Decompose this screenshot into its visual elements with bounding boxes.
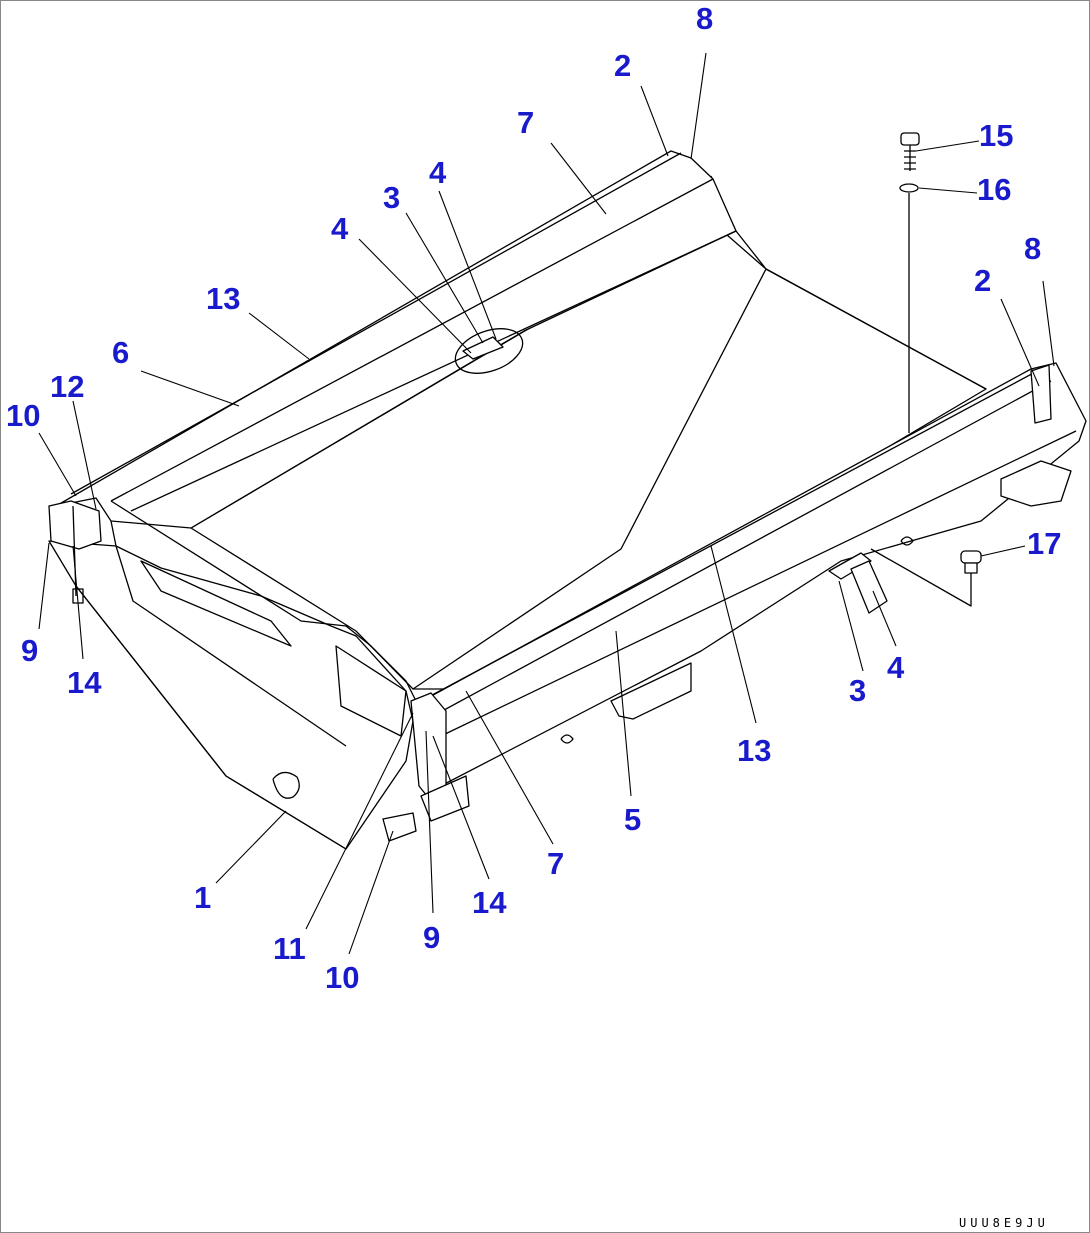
near-rail-top-edge	[420, 368, 1042, 702]
rear-hinge-eye	[900, 536, 914, 546]
callout-10a: 10	[6, 398, 40, 433]
callout-9a: 9	[21, 633, 38, 668]
bolt-head	[900, 132, 920, 146]
near-rail-inner-edge	[432, 380, 1052, 717]
leader-13b	[710, 545, 757, 724]
callout-12: 12	[50, 369, 84, 404]
dump-body-artwork	[48, 132, 1087, 850]
leader-15	[915, 140, 980, 152]
leader-5	[615, 630, 632, 797]
leader-1	[215, 810, 287, 884]
callout-14b: 14	[472, 885, 507, 920]
callout-2b: 2	[974, 263, 991, 298]
bolt-thread	[904, 150, 916, 170]
leader-2a	[640, 85, 669, 157]
leader-17	[980, 545, 1026, 557]
leader-8b	[1042, 280, 1055, 367]
leader-10a	[38, 432, 77, 497]
stop-mount-lower	[828, 552, 872, 580]
leader-16	[918, 187, 978, 194]
leader-9b	[425, 730, 434, 914]
rear-right-bracket	[1000, 460, 1072, 507]
callout-16: 16	[977, 172, 1011, 207]
leader-3b	[838, 580, 864, 672]
callout-9b: 9	[423, 920, 440, 955]
mid-hinge-eye	[560, 734, 574, 744]
callout-2a: 2	[614, 48, 631, 83]
leader-4c	[872, 590, 897, 647]
leader-10b	[348, 830, 394, 955]
leader-7b	[465, 690, 554, 845]
far-rail-edge-top	[70, 152, 682, 495]
callout-4b: 4	[331, 211, 349, 246]
callout-3a: 3	[383, 180, 400, 215]
leader-12	[72, 400, 97, 510]
leader-14a	[72, 545, 84, 660]
leader-14b	[432, 735, 490, 880]
leader-2b	[1000, 298, 1040, 387]
callout-13a: 13	[206, 281, 240, 316]
leader-4b	[358, 238, 472, 354]
callout-10b: 10	[325, 960, 359, 995]
callout-1: 1	[194, 880, 211, 915]
callout-numbers: 1 2 2 3 3 4 4 4 5 6 7 7 8 8 9 9 10 10 11…	[6, 1, 1061, 995]
callout-4c: 4	[887, 650, 905, 685]
front-left-post-line	[72, 505, 77, 597]
leader-3a	[405, 212, 484, 344]
leader-4a	[438, 190, 497, 340]
callout-7a: 7	[517, 105, 534, 140]
front-box-crease	[75, 585, 347, 850]
callout-4a: 4	[429, 155, 447, 190]
callout-5: 5	[624, 802, 641, 837]
near-rail-lower-edge	[440, 430, 1077, 737]
far-rail-edge-low	[130, 230, 737, 512]
callout-6: 6	[112, 335, 129, 370]
callout-8b: 8	[1024, 231, 1041, 266]
front-left-post	[48, 500, 102, 550]
mid-hinge-bracket	[610, 662, 692, 720]
callout-11: 11	[273, 931, 306, 966]
callout-13b: 13	[737, 733, 771, 768]
detail-circle-top	[454, 328, 524, 374]
inspection-cover	[272, 771, 300, 799]
far-side-rail	[55, 150, 737, 529]
pin-body	[964, 562, 978, 574]
pin-install-line	[870, 548, 972, 607]
floor-fold-rear	[765, 268, 987, 390]
leader-6	[140, 370, 240, 407]
front-box-ridge	[110, 500, 417, 702]
callout-3b: 3	[849, 673, 866, 708]
pin-cap	[960, 550, 982, 564]
leader-7a	[550, 142, 607, 215]
callout-7b: 7	[547, 846, 564, 881]
drawing-reference-code: UUU8E9JU	[959, 1216, 1049, 1230]
front-panel-inset	[140, 560, 292, 647]
callout-14a: 14	[67, 665, 102, 700]
stop-block-lower	[850, 560, 888, 614]
callout-8a: 8	[696, 1, 713, 36]
callout-15: 15	[979, 118, 1013, 153]
callout-leaders	[38, 52, 1055, 955]
callout-17: 17	[1027, 526, 1061, 561]
lower-hinge-bracket	[382, 812, 417, 842]
stop-block-top	[462, 336, 504, 360]
leader-9a	[38, 542, 50, 630]
leader-13a	[248, 312, 310, 360]
leader-11	[305, 712, 414, 930]
front-box-upper	[110, 520, 347, 747]
far-rail-edge-inner	[110, 178, 714, 502]
leader-8a	[690, 52, 707, 160]
washer	[899, 183, 919, 193]
